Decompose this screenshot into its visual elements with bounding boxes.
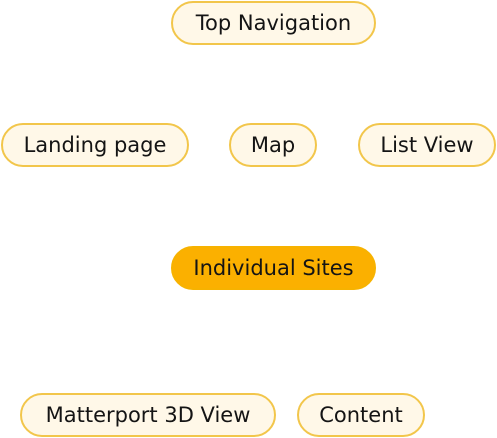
node-map[interactable]: Map — [229, 123, 317, 167]
node-top-navigation[interactable]: Top Navigation — [171, 1, 376, 45]
node-landing-page[interactable]: Landing page — [1, 123, 189, 167]
node-list-view[interactable]: List View — [358, 123, 496, 167]
node-content[interactable]: Content — [297, 393, 425, 437]
node-individual-sites[interactable]: Individual Sites — [171, 246, 376, 290]
node-matterport-3d-view[interactable]: Matterport 3D View — [20, 393, 276, 437]
